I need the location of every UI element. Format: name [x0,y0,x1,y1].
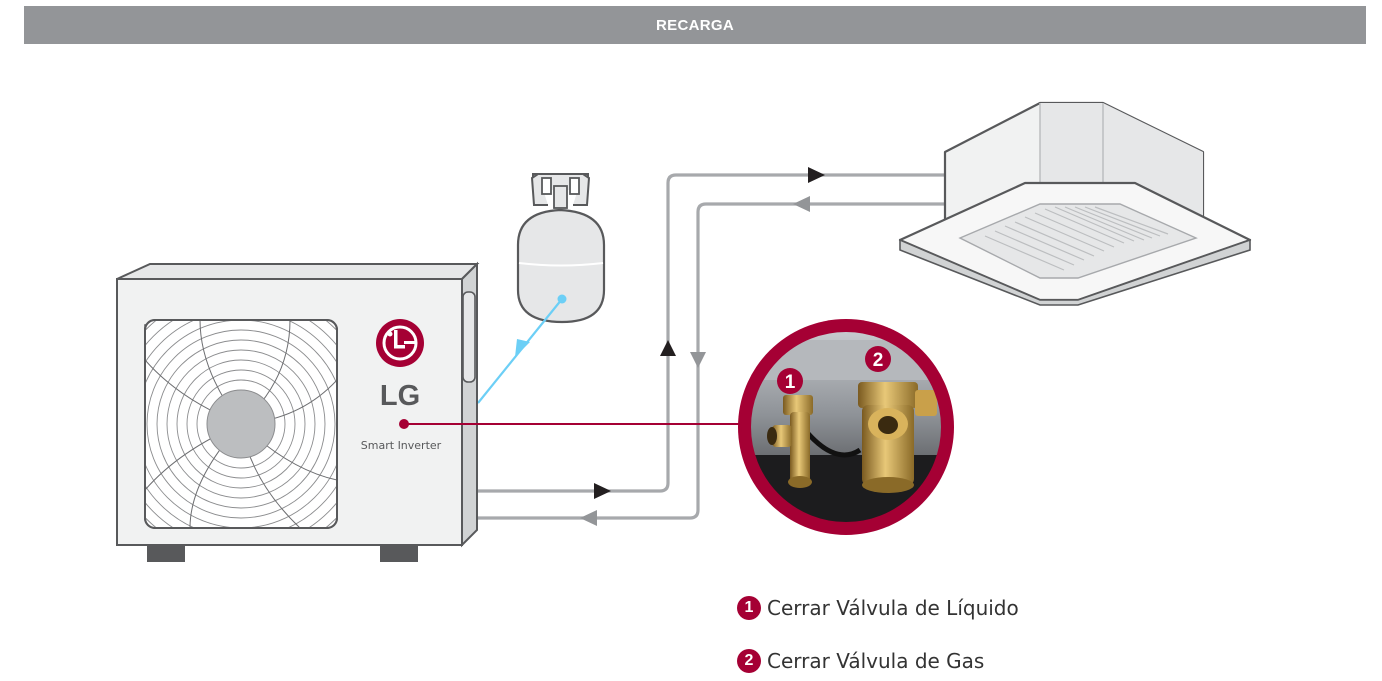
valve-marker-1: 1 [777,368,803,394]
legend-label-2: Cerrar Válvula de Gas [767,649,985,673]
legend-badge-1: 1 [737,596,761,620]
legend-item-liquid-valve: 1 Cerrar Válvula de Líquido [737,588,1019,628]
legend-badge-2: 2 [737,649,761,673]
valve-photo-icon [738,319,954,535]
valve-marker-1-label: 1 [785,372,796,393]
arrow-vertical-up [660,340,676,356]
refrigerant-tank-icon [516,173,606,324]
arrow-bottom-left [580,510,597,526]
charge-hose-arrow [515,339,530,357]
model-label: Smart Inverter [361,439,442,452]
cassette-indoor-unit-icon [898,101,1252,306]
legend: 1 Cerrar Válvula de Líquido 2 Cerrar Vál… [737,588,1019,681]
arrow-top-left [793,196,810,212]
outdoor-unit-icon [116,261,480,562]
callout-origin-dot [399,419,409,429]
outer-pipe [478,173,950,493]
arrow-top-right [808,167,825,183]
flow-arrows [580,167,825,526]
header-bar: RECARGA [24,6,1366,44]
valve-marker-2: 2 [865,346,891,372]
brand-logo-text: LG [380,380,420,412]
fan-grille [145,320,337,528]
arrow-vertical-down [690,352,706,368]
header-title: RECARGA [656,16,734,34]
legend-item-gas-valve: 2 Cerrar Válvula de Gas [737,641,1019,681]
lg-logo-icon [376,319,424,367]
legend-label-1: Cerrar Válvula de Líquido [767,596,1019,620]
valve-marker-2-label: 2 [873,350,884,371]
arrow-bottom-right [594,483,611,499]
